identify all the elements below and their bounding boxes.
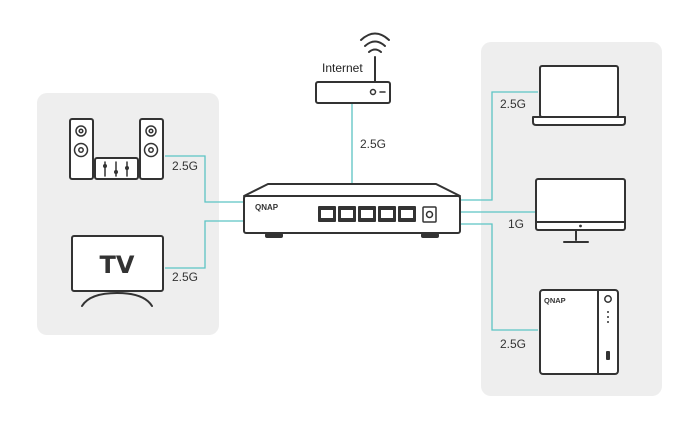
nas-brand: QNAP [544,296,566,305]
switch-brand: QNAP [255,203,279,212]
speaker-icon [69,118,94,180]
laptop-icon [532,65,626,126]
wire-laptop [460,91,538,201]
monitor-icon [535,178,626,243]
router-label: Internet [322,61,363,75]
speaker-speed-label: 2.5G [172,159,198,173]
wire-nas [460,223,538,331]
router-speed-label: 2.5G [360,137,386,151]
wifi-icon [360,32,390,53]
monitor-speed-label: 1G [508,217,524,231]
router-icon [315,81,391,104]
tv-screen-text: TV [100,251,135,279]
nas-icon [539,289,619,375]
nas-speed-label: 2.5G [500,337,526,351]
switch-ports [318,206,416,222]
laptop-speed-label: 2.5G [500,97,526,111]
switch-icon [243,183,461,238]
tv-speed-label: 2.5G [172,270,198,284]
power-port [422,206,437,223]
mixer-icon [94,157,139,180]
wire-tv [165,220,244,269]
wire-speaker [165,155,244,203]
left-device-panel [37,93,219,335]
speaker-icon [139,118,164,180]
connection-wires [165,91,538,331]
tv-icon [71,235,164,307]
